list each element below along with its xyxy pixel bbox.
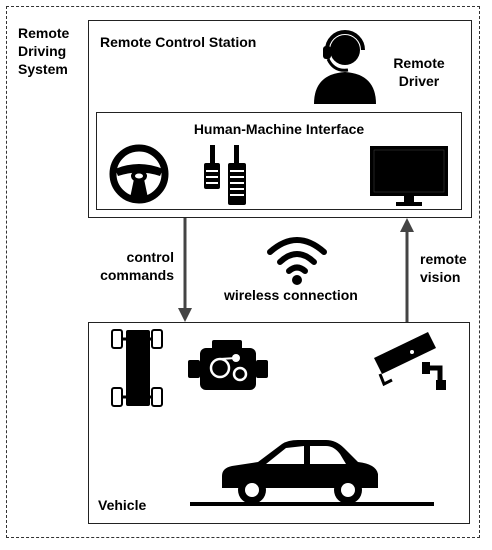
wireless-connection-label: wireless connection bbox=[224, 287, 358, 303]
vision-label-line-1: remote bbox=[420, 251, 467, 267]
vehicle-title: Vehicle bbox=[98, 497, 147, 513]
control-label-line-1: control bbox=[126, 249, 174, 265]
monitor-icon bbox=[368, 144, 450, 208]
camera-icon bbox=[370, 330, 448, 392]
road-line bbox=[190, 502, 434, 506]
wifi-icon bbox=[266, 234, 328, 286]
control-label-line-2: commands bbox=[100, 267, 174, 283]
driver-label-line-1: Remote bbox=[393, 55, 445, 71]
control-commands-label: control commands bbox=[100, 248, 174, 284]
remote-vision-arrow bbox=[400, 218, 414, 322]
remote-driving-system-boundary bbox=[6, 6, 480, 538]
system-label: Remote Driving System bbox=[18, 24, 69, 78]
steering-wheel-icon bbox=[108, 143, 170, 205]
engine-icon bbox=[186, 338, 270, 398]
vision-label-line-2: vision bbox=[420, 269, 461, 285]
chassis-icon bbox=[108, 326, 166, 410]
remote-vision-label: remote vision bbox=[420, 250, 467, 286]
system-label-line-3: System bbox=[18, 61, 68, 77]
driver-label-line-2: Driver bbox=[398, 73, 440, 89]
driver-label: Remote Driver bbox=[386, 54, 452, 90]
operator-headset-icon bbox=[310, 28, 380, 104]
system-label-line-2: Driving bbox=[18, 43, 67, 59]
pedals-icon bbox=[196, 143, 254, 207]
hmi-title: Human-Machine Interface bbox=[193, 121, 365, 137]
car-icon bbox=[218, 438, 382, 506]
station-title: Remote Control Station bbox=[100, 34, 257, 50]
control-commands-arrow bbox=[178, 218, 192, 322]
system-label-line-1: Remote bbox=[18, 25, 70, 41]
